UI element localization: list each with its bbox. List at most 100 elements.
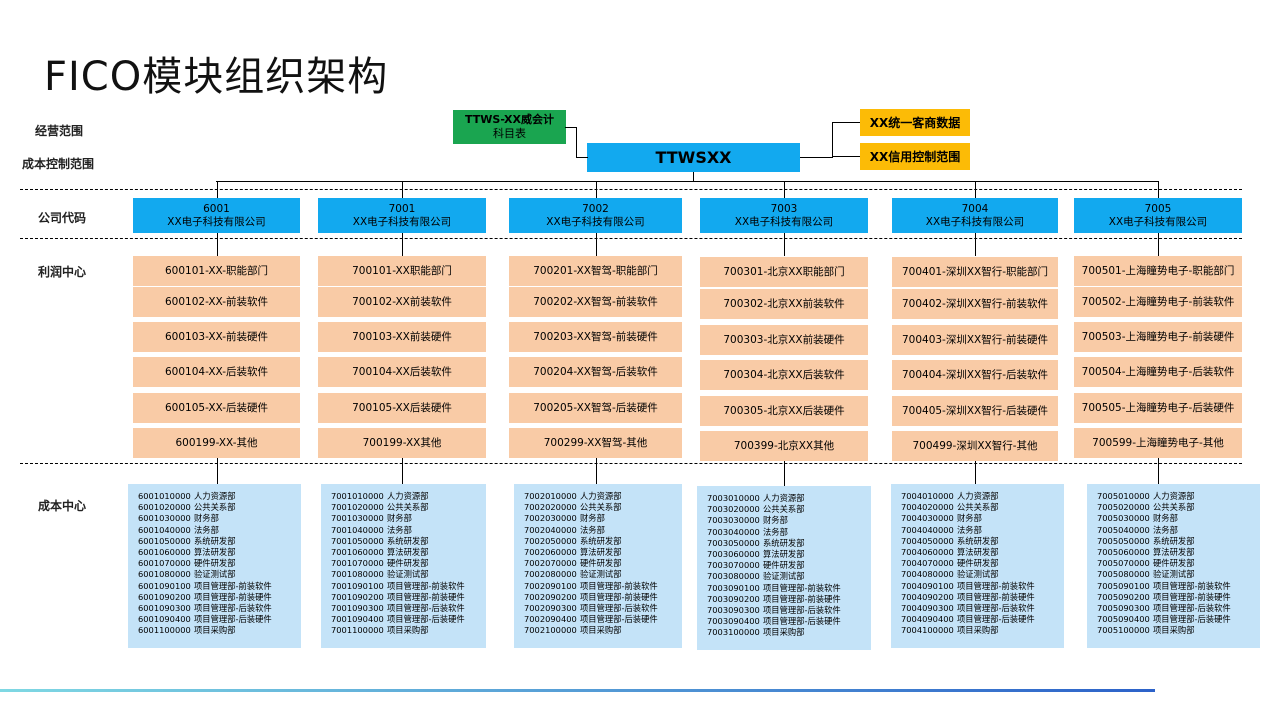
- profit-center-box: 700404-深圳XX智行-后装软件: [892, 360, 1058, 390]
- cost-center-name: 算法研发部: [580, 546, 622, 557]
- cost-center-code: 7003100000: [707, 627, 760, 638]
- cost-center-name: 法务部: [1153, 524, 1178, 535]
- cost-center-code: 7003090300: [707, 604, 760, 615]
- profit-center-box: 700102-XX前装软件: [318, 287, 486, 317]
- cost-center-name: 法务部: [194, 524, 219, 535]
- cost-center-code: 6001090100: [138, 580, 191, 591]
- cost-center-name: 硬件研发部: [580, 558, 622, 569]
- cost-center-name: 验证测试部: [580, 569, 622, 580]
- connector: [1158, 181, 1160, 199]
- connector: [217, 233, 219, 256]
- cost-center-name: 项目管理部-后装硬件: [957, 614, 1035, 625]
- cost-center-name: 财务部: [580, 513, 605, 524]
- cost-center-name: 项目管理部-后装软件: [763, 604, 841, 615]
- chart-of-accounts-line1: TTWS-XX威会计: [465, 113, 554, 126]
- company-code: 7002: [582, 202, 609, 215]
- cost-center-code: 7005070000: [1097, 558, 1150, 569]
- cost-center-name: 硬件研发部: [763, 560, 805, 571]
- cost-center-code: 7002080000: [524, 569, 577, 580]
- profit-center-box: 700203-XX智驾-前装硬件: [509, 322, 682, 352]
- profit-center-box: 700403-深圳XX智行-前装硬件: [892, 325, 1058, 355]
- cost-center-code: 7004010000: [901, 491, 954, 501]
- label-business-scope: 经营范围: [35, 124, 84, 138]
- cost-center-name: 硬件研发部: [957, 558, 999, 569]
- cost-center-code: 6001080000: [138, 569, 191, 580]
- connector: [576, 157, 588, 159]
- cost-center-name: 项目管理部-前装硬件: [957, 591, 1035, 602]
- cost-center-code: 7002060000: [524, 546, 577, 557]
- cost-center-name: 验证测试部: [1153, 569, 1195, 580]
- profit-center-box: 600103-XX-前装硬件: [133, 322, 300, 352]
- cost-center-name: 法务部: [387, 524, 412, 535]
- cost-center-name: 项目采购部: [957, 625, 999, 636]
- profit-center-box: 700103-XX前装硬件: [318, 322, 486, 352]
- profit-center-box: 700503-上海瞳势电子-前装硬件: [1074, 322, 1242, 352]
- cost-center-name: 公共关系部: [580, 502, 622, 513]
- cost-center-name: 人力资源部: [387, 491, 429, 501]
- cost-center-name: 项目管理部-后装软件: [957, 602, 1035, 613]
- cost-center-code: 7005020000: [1097, 502, 1150, 513]
- cost-center-code: 7005040000: [1097, 524, 1150, 535]
- profit-center-box: 700304-北京XX后装软件: [700, 360, 868, 390]
- cost-center-name: 验证测试部: [194, 569, 236, 580]
- connector: [216, 181, 1159, 183]
- cost-center-name: 人力资源部: [580, 491, 622, 501]
- cost-center-code: 7003090400: [707, 616, 760, 627]
- cost-center-name: 硬件研发部: [194, 558, 236, 569]
- cost-center-code: 7003090100: [707, 582, 760, 593]
- company-code: 7001: [388, 202, 416, 215]
- cost-center-name: 项目管理部-后装硬件: [194, 614, 272, 625]
- profit-center-box: 700504-上海瞳势电子-后装软件: [1074, 357, 1242, 387]
- connector: [832, 156, 860, 158]
- cost-center-code: 7003050000: [707, 537, 760, 548]
- cost-center-code: 7002050000: [524, 535, 577, 546]
- cost-center-name: 项目管理部-后装硬件: [1153, 614, 1231, 625]
- footer-bar: [0, 689, 1155, 692]
- profit-center-box: 600104-XX-后装软件: [133, 357, 300, 387]
- connector: [596, 233, 598, 256]
- cost-center-code: 7003020000: [707, 504, 760, 515]
- cost-center-name: 项目管理部-后装软件: [1153, 602, 1231, 613]
- cost-center-name: 法务部: [957, 524, 982, 535]
- connector: [693, 172, 695, 182]
- company-name: XX电子科技有限公司: [925, 215, 1025, 228]
- cost-center-name: 财务部: [1153, 513, 1178, 524]
- connector: [402, 181, 404, 199]
- cost-center-name: 人力资源部: [194, 491, 236, 501]
- label-profit-center: 利润中心: [38, 265, 87, 279]
- cost-center-name: 项目采购部: [1153, 625, 1195, 636]
